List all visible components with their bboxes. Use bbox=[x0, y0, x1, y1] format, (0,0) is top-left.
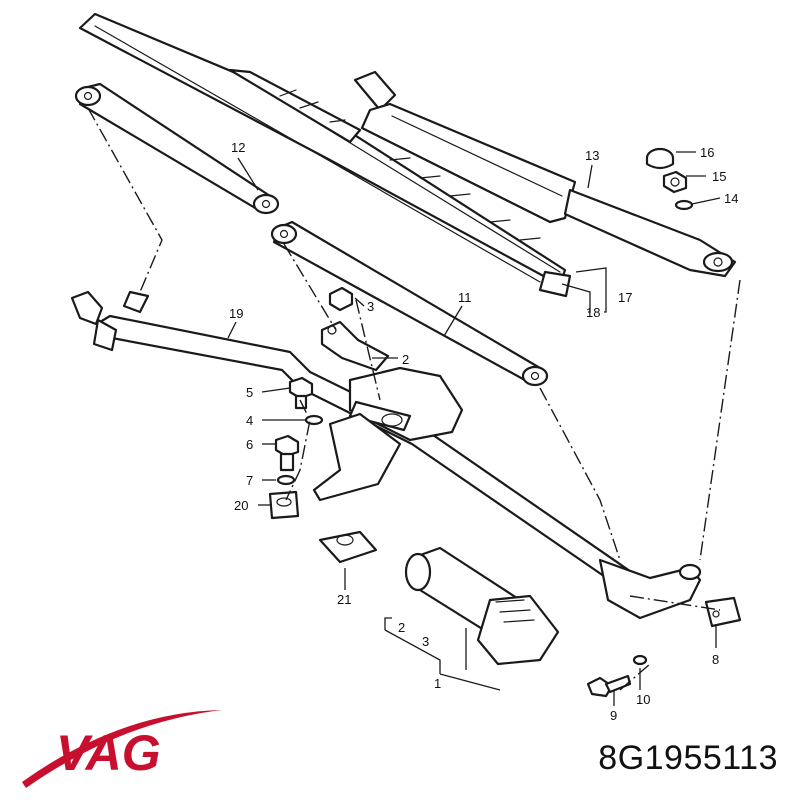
wiper-motor-1 bbox=[404, 546, 560, 666]
callout-15: 15 bbox=[712, 169, 726, 184]
wiper-arm-13 bbox=[353, 70, 737, 278]
callout-2-top: 2 bbox=[402, 352, 409, 367]
rubber-mount-21 bbox=[318, 530, 378, 564]
grommet-20 bbox=[268, 490, 300, 520]
connector-8 bbox=[704, 596, 742, 628]
callout-5: 5 bbox=[246, 385, 253, 400]
callout-17: 17 bbox=[618, 290, 632, 305]
callout-6: 6 bbox=[246, 437, 253, 452]
wiper-blade bbox=[78, 12, 572, 298]
washer-14 bbox=[674, 199, 694, 211]
link-rod-11 bbox=[270, 220, 549, 387]
bolt-5 bbox=[288, 376, 314, 410]
callout-12: 12 bbox=[231, 140, 245, 155]
callout-labels: 12 19 11 3 2 5 4 6 7 20 21 13 16 15 14 1… bbox=[229, 140, 738, 723]
washer-7 bbox=[276, 474, 296, 486]
washer-10 bbox=[632, 654, 648, 666]
callout-10: 10 bbox=[636, 692, 650, 707]
callout-3-top: 3 bbox=[367, 299, 374, 314]
callout-1: 1 bbox=[434, 676, 441, 691]
callout-18: 18 bbox=[586, 305, 600, 320]
link-rod-12 bbox=[74, 82, 280, 215]
linkage-frame-19 bbox=[70, 290, 702, 620]
callout-8: 8 bbox=[712, 652, 719, 667]
callout-2-bottom: 2 bbox=[398, 620, 405, 635]
callout-11: 11 bbox=[458, 290, 472, 305]
motor-mounting-plate bbox=[312, 366, 464, 502]
callout-13: 13 bbox=[585, 148, 599, 163]
assembly-axis-lines bbox=[87, 107, 741, 691]
part-number: 8G1955113 bbox=[598, 739, 778, 777]
callout-3-bottom: 3 bbox=[422, 634, 429, 649]
leader-lines bbox=[227, 151, 721, 706]
bolt-6 bbox=[274, 434, 300, 472]
callout-21: 21 bbox=[337, 592, 351, 607]
brand-logo: VAG bbox=[22, 710, 222, 788]
callout-16: 16 bbox=[700, 145, 714, 160]
pivot-bracket-2 bbox=[320, 320, 390, 372]
nut-15 bbox=[662, 170, 688, 194]
callout-14: 14 bbox=[724, 191, 738, 206]
callout-19: 19 bbox=[229, 306, 243, 321]
callout-7: 7 bbox=[246, 473, 253, 488]
callout-20: 20 bbox=[234, 498, 248, 513]
callout-4: 4 bbox=[246, 413, 253, 428]
brand-name: VAG bbox=[56, 725, 161, 781]
callout-9: 9 bbox=[610, 708, 617, 723]
nut-3 bbox=[328, 286, 354, 312]
cap-16 bbox=[645, 147, 675, 170]
screw-9 bbox=[586, 674, 632, 698]
